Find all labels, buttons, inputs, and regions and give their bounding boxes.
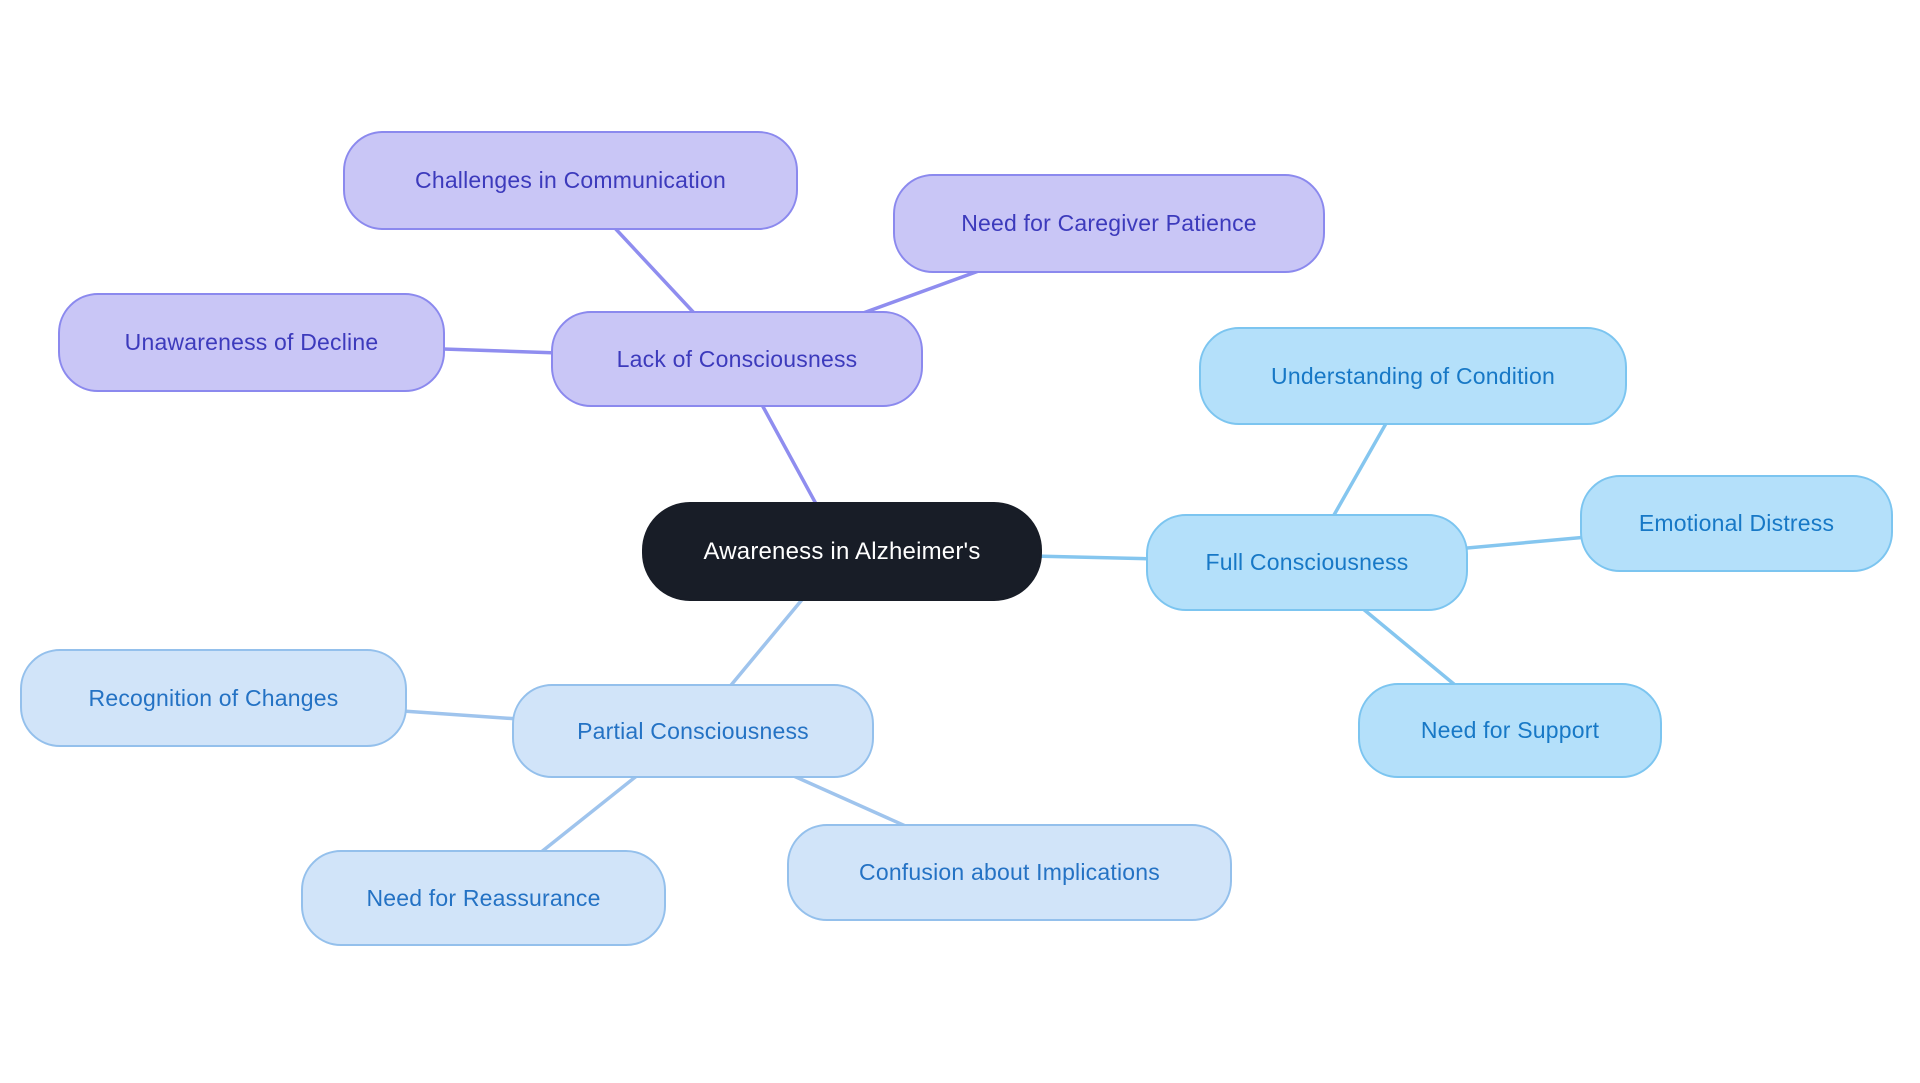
mindmap-node-emotional-distress[interactable]: Emotional Distress (1580, 475, 1893, 572)
mindmap-node-unawareness-of-decline[interactable]: Unawareness of Decline (58, 293, 445, 392)
mindmap-node-full-consciousness[interactable]: Full Consciousness (1146, 514, 1468, 611)
mindmap-node-lack-of-consciousness[interactable]: Lack of Consciousness (551, 311, 923, 407)
mindmap-node-challenges-in-communication[interactable]: Challenges in Communication (343, 131, 798, 230)
node-label-understanding-of-condition: Understanding of Condition (1271, 362, 1555, 389)
node-label-partial-consciousness: Partial Consciousness (577, 717, 809, 744)
mindmap-node-understanding-of-condition[interactable]: Understanding of Condition (1199, 327, 1627, 425)
node-label-need-for-support: Need for Support (1420, 717, 1600, 743)
node-label-challenges-in-communication: Challenges in Communication (415, 167, 726, 193)
node-label-unawareness-of-decline: Unawareness of Decline (124, 329, 379, 355)
node-label-full-consciousness: Full Consciousness (1205, 549, 1409, 575)
node-label-confusion-about-implications: Confusion about Implications (859, 859, 1160, 885)
mindmap-node-confusion-about-implications[interactable]: Confusion about Implications (787, 824, 1232, 921)
mindmap-node-partial-consciousness[interactable]: Partial Consciousness (512, 684, 874, 778)
node-label-need-for-reassurance: Need for Reassurance (366, 884, 601, 911)
mindmap-node-need-for-reassurance[interactable]: Need for Reassurance (301, 850, 666, 946)
node-label-recognition-of-changes: Recognition of Changes (88, 684, 339, 711)
node-label-need-for-caregiver-patience: Need for Caregiver Patience (961, 210, 1257, 236)
mindmap-node-recognition-of-changes[interactable]: Recognition of Changes (20, 649, 407, 747)
mindmap-node-need-for-support[interactable]: Need for Support (1358, 683, 1662, 778)
node-label-center: Awareness in Alzheimer's (703, 537, 981, 565)
mindmap-node-center[interactable]: Awareness in Alzheimer's (642, 502, 1042, 601)
node-label-lack-of-consciousness: Lack of Consciousness (616, 345, 858, 372)
mindmap-node-need-for-caregiver-patience[interactable]: Need for Caregiver Patience (893, 174, 1325, 273)
node-label-emotional-distress: Emotional Distress (1638, 510, 1835, 536)
